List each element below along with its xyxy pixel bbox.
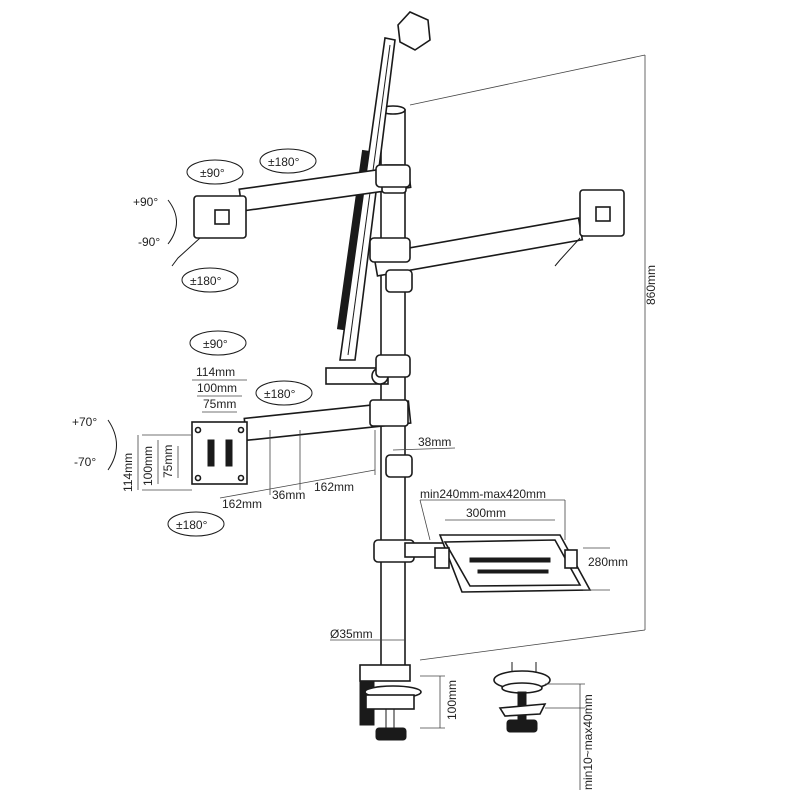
label-tilt-down-mid: -70° <box>74 455 96 469</box>
label-total-height: 860mm <box>644 265 658 305</box>
rotation-indicators <box>107 148 317 537</box>
label-clamp-range: min10~max40mm <box>581 694 595 790</box>
label-rot-top-left-bottom: ±180° <box>190 274 222 288</box>
label-clamp-100: 100mm <box>445 680 459 720</box>
label-dim-36: 36mm <box>272 488 305 502</box>
middle-left-arm <box>191 399 412 485</box>
label-laptop-range: min240mm-max420mm <box>420 487 546 501</box>
label-vdim-100: 100mm <box>141 446 155 486</box>
label-pole-diameter: Ø35mm <box>330 627 373 641</box>
label-tilt-down-top: -90° <box>138 235 160 249</box>
label-dim-162b: 162mm <box>314 480 354 494</box>
label-dim-75: 75mm <box>203 397 236 411</box>
laptop-arm-column <box>325 11 431 385</box>
label-dim-280: 280mm <box>588 555 628 569</box>
label-dim-38: 38mm <box>418 435 451 449</box>
label-dim-100: 100mm <box>197 381 237 395</box>
top-right-arm <box>369 189 625 277</box>
grommet-mount <box>493 670 551 733</box>
desk-clamp <box>359 664 422 741</box>
height-dimension-lines <box>409 54 646 661</box>
laptop-tray <box>404 534 592 593</box>
label-tilt-up-mid: +70° <box>72 415 97 429</box>
pole-collars <box>373 164 415 563</box>
label-vdim-75: 75mm <box>161 445 175 478</box>
label-tilt-up-top: +90° <box>133 195 158 209</box>
dimension-lines <box>137 379 610 790</box>
label-vdim-114: 114mm <box>121 453 135 492</box>
label-rot-mid-tilt: ±90° <box>203 337 228 351</box>
label-rot-mid-bottom: ±180° <box>176 518 208 532</box>
dimension-labels: ±90° ±180° +90° -90° ±180° ±90° ±180° 11… <box>72 155 658 790</box>
label-dim-300: 300mm <box>466 506 506 520</box>
label-dim-114: 114mm <box>196 365 235 379</box>
label-dim-162a: 162mm <box>222 497 262 511</box>
label-rot-top-left-tilt: ±90° <box>200 166 225 180</box>
label-rot-top-left-swivel: ±180° <box>268 155 300 169</box>
label-rot-mid-swivel: ±180° <box>264 387 296 401</box>
